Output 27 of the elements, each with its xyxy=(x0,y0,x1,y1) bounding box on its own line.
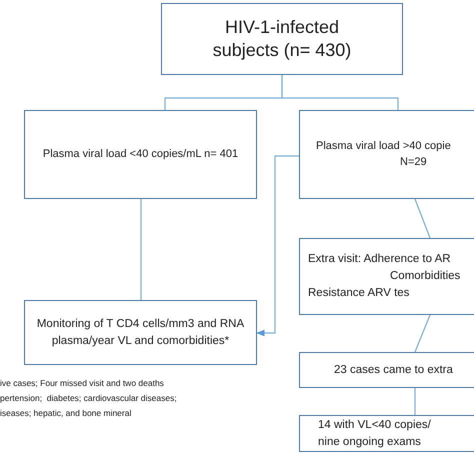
process-box xyxy=(299,238,474,315)
process-box xyxy=(161,3,403,75)
footnote-text: pertension; diabetes; cardiovascular diseases; xyxy=(0,394,177,402)
connector-line xyxy=(281,75,399,110)
box-text: Monitoring of T CD4 cells/mm3 and RNA plasma/year VL and comorbidities* xyxy=(36,316,246,348)
box-text: N=29 xyxy=(399,154,427,170)
connector-line xyxy=(414,314,431,352)
footnote-text: iseases; hepatic, and bone mineral xyxy=(0,409,132,418)
arrow xyxy=(256,155,299,336)
box-text: 23 cases came to extra xyxy=(333,362,453,378)
footnote-text: ive cases; Four missed visit and two deaths xyxy=(0,379,164,388)
box-text: Resistance ARV tes xyxy=(307,286,410,301)
connector-line xyxy=(140,199,142,300)
box-text: 14 with VL<40 copies/ xyxy=(317,418,431,433)
process-box xyxy=(299,110,474,199)
connector-line xyxy=(414,198,431,238)
process-box xyxy=(24,300,257,365)
box-text: HIV-1-infected subjects (n= 430) xyxy=(212,16,352,62)
process-box xyxy=(299,352,474,388)
process-box xyxy=(299,415,474,452)
connector-line xyxy=(414,388,416,415)
box-text: Extra visit: Adherence to AR xyxy=(307,252,451,268)
box-text: Comorbidities xyxy=(389,269,460,284)
process-box xyxy=(24,110,257,199)
box-text: Plasma viral load <40 copies/mL n= 401 xyxy=(42,146,238,162)
box-text: Plasma viral load >40 copie xyxy=(315,138,451,154)
box-text: nine ongoing exams xyxy=(317,434,421,450)
